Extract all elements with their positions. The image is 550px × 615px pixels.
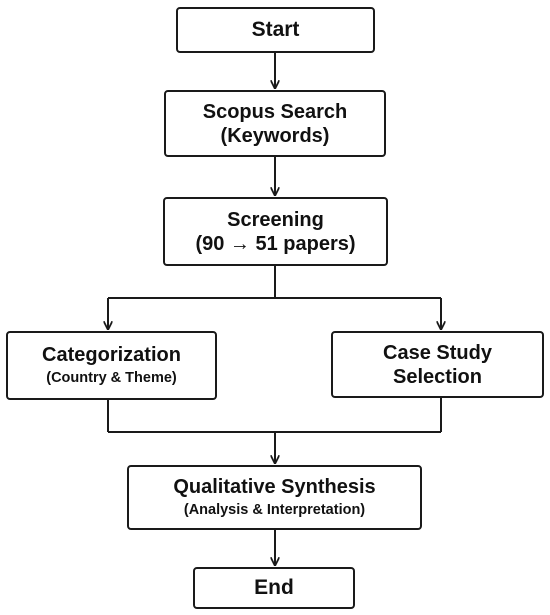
case-study-title: Case Study [383,341,492,364]
categorization-node: Categorization (Country & Theme) [6,331,217,400]
qualitative-synthesis-node: Qualitative Synthesis (Analysis & Interp… [127,465,422,530]
start-label: Start [251,18,300,42]
synthesis-subtitle: (Analysis & Interpretation) [183,502,366,519]
screening-node: Screening (90 → 51 papers) [163,197,388,266]
categorization-title: Categorization [42,344,181,367]
end-node: End [193,567,355,609]
categorization-subtitle: (Country & Theme) [46,370,177,387]
search-subtitle: (Keywords) [220,124,330,147]
synthesis-title: Qualitative Synthesis [173,476,376,499]
start-node: Start [176,7,375,53]
screening-subtitle: (90 → 51 papers) [195,232,356,255]
case-study-subtitle: Selection [393,365,482,388]
scopus-search-node: Scopus Search (Keywords) [164,90,386,157]
end-label: End [254,576,294,600]
case-study-selection-node: Case Study Selection [331,331,544,398]
search-title: Scopus Search [202,100,348,123]
screening-title: Screening [227,208,324,231]
